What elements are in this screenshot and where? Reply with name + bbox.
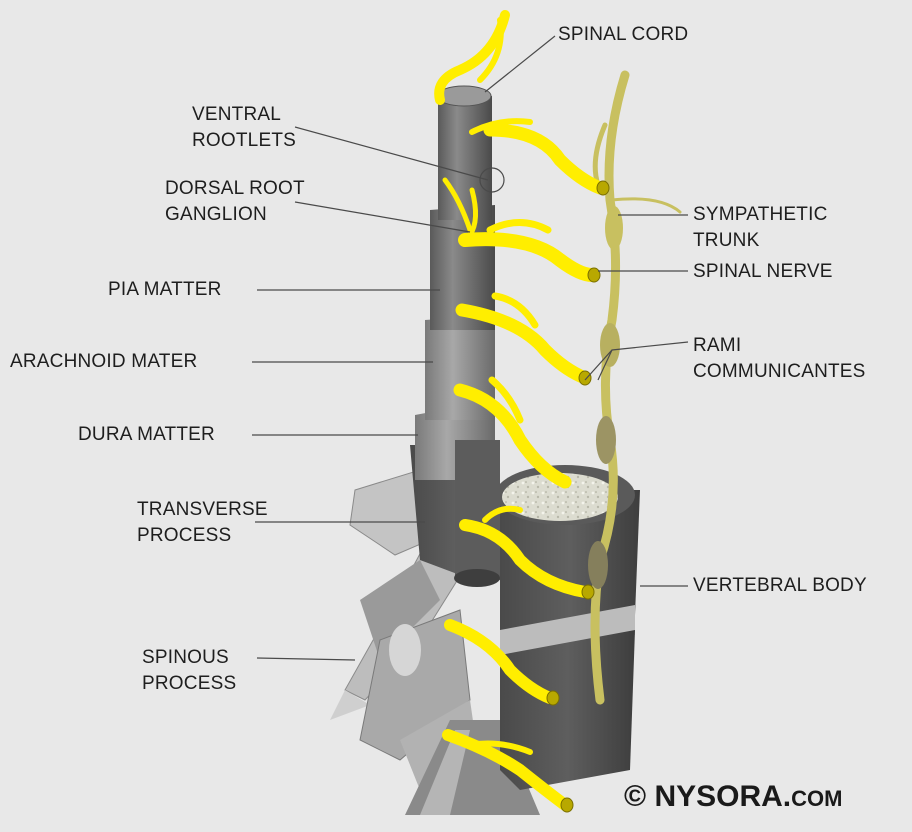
label-dura-matter: DURA MATTER [78, 422, 215, 448]
label-spinous-process: SPINOUS PROCESS [142, 645, 236, 697]
label-spinal-nerve: SPINAL NERVE [693, 259, 833, 285]
label-ventral-rootlets: VENTRAL ROOTLETS [192, 102, 296, 154]
vertebral-body-shape [495, 465, 640, 790]
label-sympathetic-trunk: SYMPATHETIC TRUNK [693, 202, 828, 254]
label-dorsal-root-ganglion: DORSAL ROOT GANGLION [165, 176, 305, 228]
copyright-suffix: COM [791, 786, 842, 811]
label-spinal-cord: SPINAL CORD [558, 22, 688, 48]
label-rami-communicantes: RAMI COMMUNICANTES [693, 333, 866, 385]
label-vertebral-body: VERTEBRAL BODY [693, 573, 867, 599]
label-pia-matter: PIA MATTER [108, 277, 222, 303]
label-transverse-process: TRANSVERSE PROCESS [137, 497, 268, 549]
label-arachnoid-mater: ARACHNOID MATER [10, 349, 197, 375]
spinal-cord-column [410, 86, 500, 587]
copyright-watermark: © NYSORA.COM [624, 780, 842, 814]
copyright-main: © NYSORA. [624, 780, 791, 813]
